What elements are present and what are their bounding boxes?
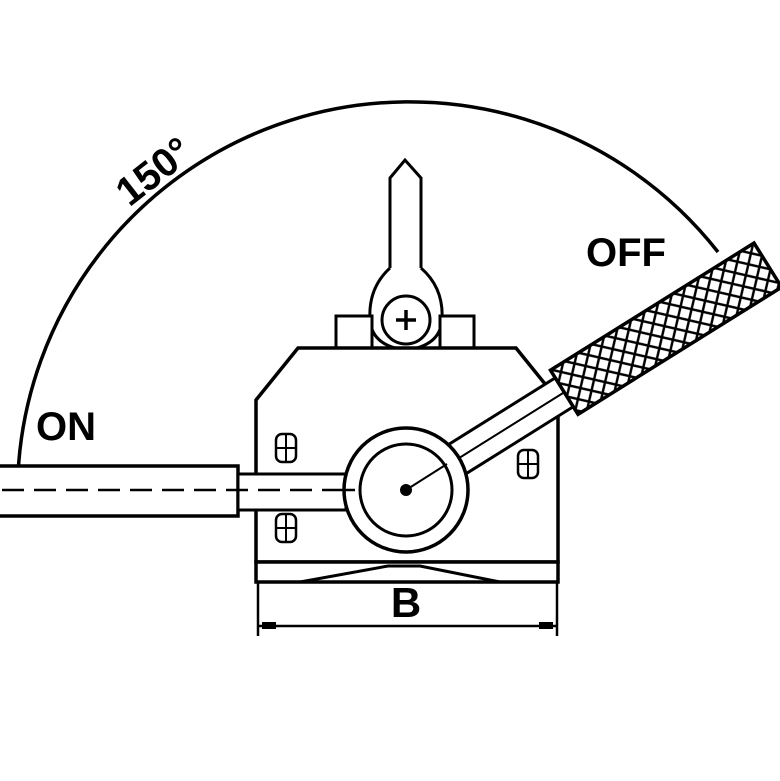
screw-icon	[516, 448, 540, 480]
base-groove	[299, 564, 501, 584]
off-label: OFF	[586, 231, 666, 275]
screw-icon	[274, 432, 298, 464]
dimension-label: B	[391, 579, 421, 626]
handle-on-shaft	[236, 472, 348, 512]
eye-bracket-left	[334, 314, 374, 350]
eye-bracket-right	[438, 314, 476, 350]
pivot-point	[400, 484, 412, 496]
angle-label: 150°	[108, 129, 200, 215]
screw-icon	[274, 512, 298, 544]
on-label: ON	[36, 405, 96, 449]
rotation-arc	[16, 100, 720, 475]
lifting-eye-tip	[388, 157, 423, 282]
